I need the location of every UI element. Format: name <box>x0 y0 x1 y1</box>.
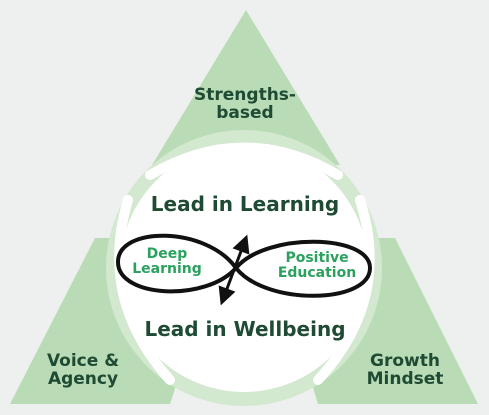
loop-label-line: Positive <box>285 250 349 266</box>
swirl-arc-right <box>313 195 375 385</box>
loop-label-line: Learning <box>132 261 202 278</box>
center-title-wellbeing: Lead in Wellbeing <box>144 317 346 341</box>
corner-label-voice-agency: Voice & Agency <box>28 352 138 389</box>
loop-label-positive-education: Positive Education <box>262 250 372 282</box>
center-title-learning: Lead in Learning <box>150 192 340 216</box>
triangle-top-segment <box>152 10 340 165</box>
corner-label-line: based <box>216 103 274 124</box>
swirl-arc-top <box>145 142 343 180</box>
corner-label-growth-mindset: Growth Mindset <box>350 352 460 389</box>
corner-label-line: Voice & <box>46 351 120 371</box>
loop-label-line: Deep <box>146 246 188 262</box>
corner-label-line: Mindset <box>366 369 444 390</box>
corner-label-strengths-based: Strengths- based <box>180 86 310 123</box>
loop-label-line: Education <box>277 265 357 282</box>
double-arrow-icon <box>218 234 250 306</box>
swirl-arc-left <box>114 195 175 385</box>
corner-label-line: Strengths- <box>194 85 296 105</box>
loop-label-deep-learning: Deep Learning <box>122 246 212 278</box>
corner-label-line: Growth <box>370 351 440 371</box>
corner-label-line: Agency <box>47 369 119 390</box>
